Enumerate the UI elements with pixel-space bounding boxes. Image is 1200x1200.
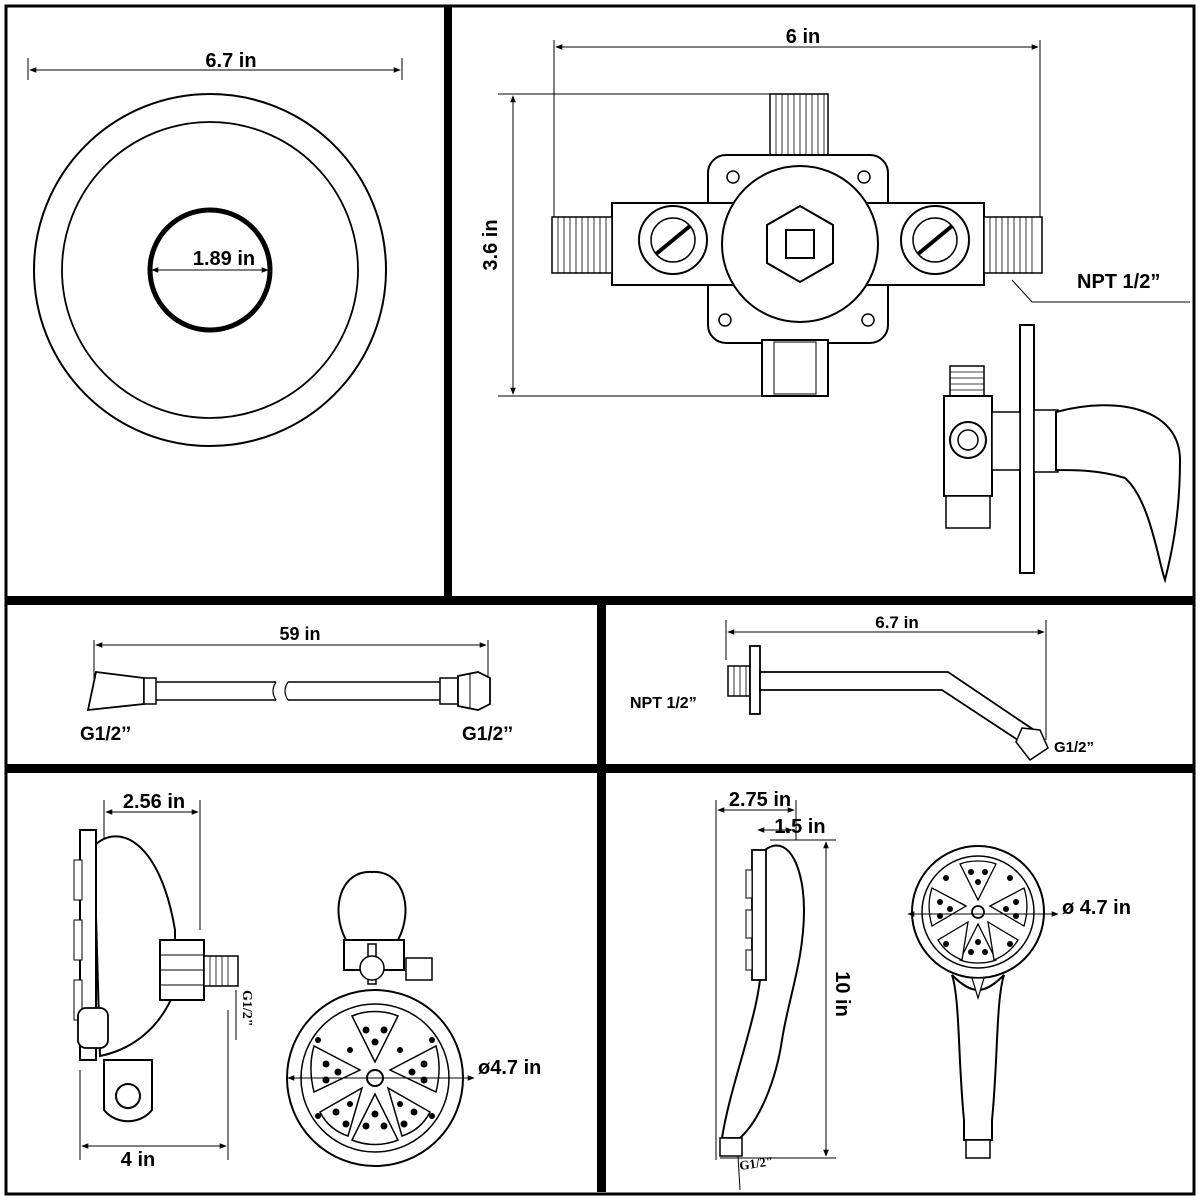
hand-handle-depth-label: 1.5 in: [774, 816, 825, 838]
hose-length-label: 59 in: [279, 624, 320, 644]
hand-face-diameter-label: ø 4.7 in: [1062, 897, 1131, 919]
trim-outer-diameter-label: 6.7 in: [205, 50, 256, 72]
wall-plate-side: [1019, 324, 1035, 574]
hose-right-thread-label: G1/2’’: [462, 724, 513, 745]
valve-thread-label: NPT 1/2”: [1077, 271, 1160, 293]
head-inlet-thread: [203, 955, 239, 987]
head-mode-knob: [77, 1007, 109, 1049]
head-thread-label: G1/2": [239, 990, 254, 1027]
mounting-hole-bottom-left: [718, 313, 732, 327]
hand-head-depth-label: 2.75 in: [729, 789, 791, 811]
divider-vertical-top: [444, 6, 452, 596]
head-side-profile: [92, 835, 176, 1058]
head-width-label: 4 in: [121, 1149, 155, 1171]
trim-plate-rim: [61, 121, 359, 419]
arm-outlet-thread: [1015, 727, 1049, 762]
hand-handle-thread: [965, 1139, 991, 1159]
hose-cone-nut: [86, 671, 145, 712]
hand-length-label: 10 in: [831, 971, 853, 1017]
cartridge-square-stem: [785, 229, 815, 259]
hand-face-plate-side: [751, 849, 767, 981]
mounting-hole-top-right: [857, 170, 871, 184]
mounting-hole-top-left: [726, 170, 740, 184]
trim-inner-diameter-label: 1.89 in: [193, 248, 255, 270]
left-stop-slot: [654, 224, 692, 256]
arm-inlet-thread-label: NPT 1/2”: [630, 695, 697, 712]
right-stop-slot: [916, 224, 954, 256]
hose-hex-nut: [457, 671, 491, 711]
head-face-diameter-label: ø4.7 in: [478, 1057, 541, 1079]
panel-trim-plate: 6.7 in 1.89 in: [27, 50, 403, 447]
npt-leader-line: [1011, 279, 1190, 303]
panel-hand-shower: 2.75 in 1.5 in 10 in G1/2": [715, 789, 1131, 1191]
mounting-hole-bottom-right: [861, 313, 875, 327]
valve-width-label: 6 in: [786, 26, 820, 48]
head-front-knob: [337, 870, 407, 941]
hose-left-thread-label: G1/2’’: [80, 724, 131, 745]
panel-shower-head: 2.56 in G1/2" 4 in: [73, 791, 541, 1171]
panel-valve-body: 6 in 3.6 in: [480, 26, 1190, 584]
hose-body: [288, 681, 440, 701]
valve-right-inlet: [983, 216, 1043, 274]
valve-height-label: 3.6 in: [480, 219, 502, 270]
arm-inlet-thread: [727, 665, 751, 697]
arm-tube: [759, 671, 1036, 746]
valve-top-port: [769, 93, 829, 157]
valve-side-view: [943, 324, 1182, 584]
arm-length-label: 6.7 in: [875, 613, 918, 632]
hand-side-profile: [720, 844, 806, 1139]
divider-horizontal-2: [6, 764, 1194, 773]
divider-vertical-bottom: [597, 596, 606, 1192]
valve-bottom-outlet: [761, 339, 829, 397]
hand-inlet-thread: [719, 1137, 743, 1157]
arm-outlet-thread-label: G1/2”: [1054, 739, 1094, 756]
hand-thread-label: G1/2": [738, 1153, 774, 1173]
lever-handle: [1055, 404, 1182, 584]
head-depth-label: 2.56 in: [123, 791, 185, 813]
panel-hose: 59 in G1/2’’ G1/2’’: [80, 624, 513, 745]
panel-shower-arm: 6.7 in NPT 1/2” G1/2”: [630, 613, 1094, 762]
arm-flange: [749, 645, 761, 715]
